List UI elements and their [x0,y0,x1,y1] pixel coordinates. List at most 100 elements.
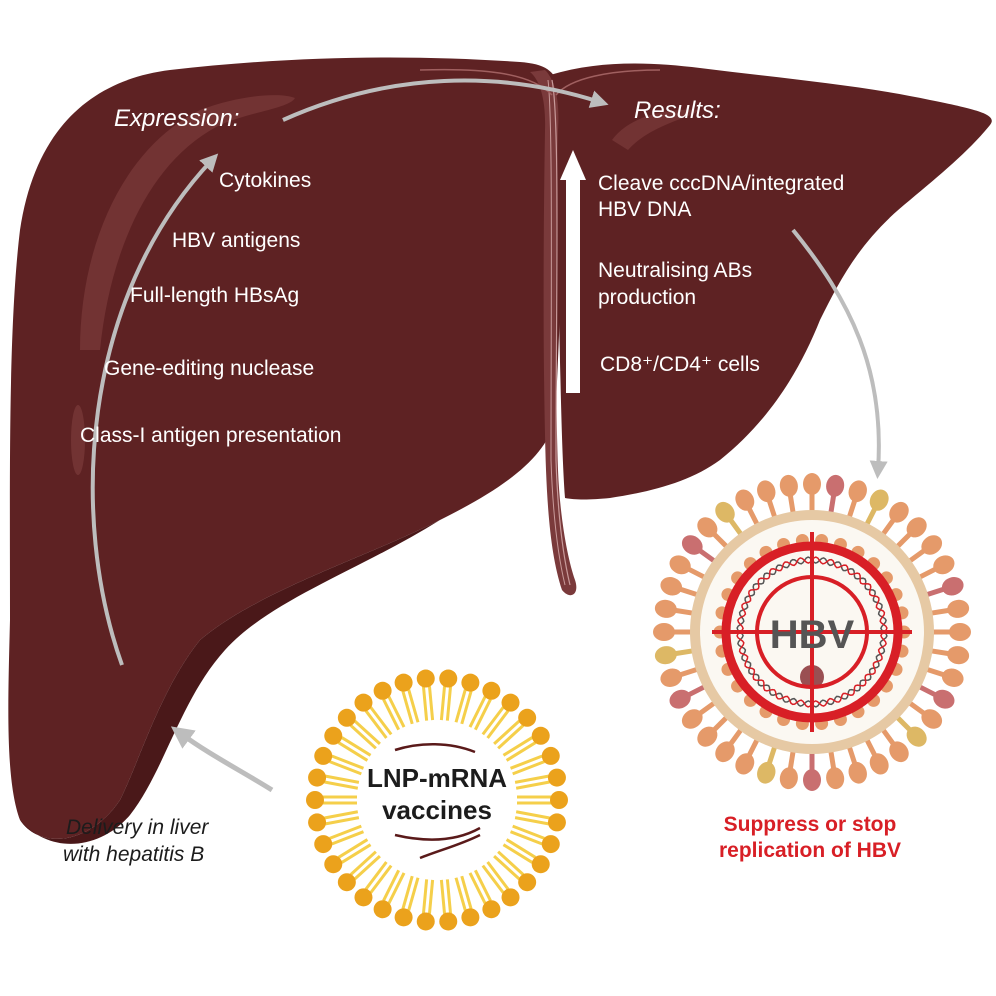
lipid-head [531,726,550,745]
virus-spike-head [697,726,718,747]
lipid-tail [515,810,550,820]
lipid-tail [474,698,492,731]
lipid-tail [364,861,388,891]
lipid-tail [439,879,447,914]
lipid-tail [422,686,429,721]
virus-spike-head [949,623,971,641]
virus-spike-head [826,474,845,497]
mrna-strand [394,826,481,841]
lipid-head [373,681,392,700]
lipid-head [461,908,480,927]
lipid-head [314,746,333,765]
lipid-tail [325,816,360,826]
lipid-tail [514,774,549,784]
virus-spike-head [947,646,970,665]
lipid-tail [324,810,359,820]
lipid-tail [439,686,447,721]
lipid-tail [331,830,365,846]
virus-spike-head [941,668,964,687]
virus-spike-head [921,535,943,555]
lipid-tail [454,877,467,911]
results-heading: Results: [634,97,721,124]
lipid-tail [493,719,521,745]
lipid-tail [468,695,487,728]
expression-item-cytokines: Cytokines [219,169,312,192]
outcome-label-line2: replication of HBV [718,839,902,862]
lipid-tail [454,689,467,723]
ligament-line-b [547,79,566,586]
lipid-tail [512,760,545,776]
lipid-head [518,708,537,727]
lipid-tail [337,838,369,859]
virus-spike-head [757,761,776,784]
virus-spike-head [826,767,845,790]
lipid-tail [460,690,473,725]
lipid-tail [512,824,545,840]
lipid-tail [353,855,381,881]
lnp-particle [306,669,568,931]
lipid-head [439,669,458,688]
lipid-tail [486,709,510,739]
lipid-tail [427,879,435,914]
outcome-label-line1: Suppress or stop [723,813,897,836]
expression-item-gene-editing-nuclease: Gene-editing nuclease [104,357,315,380]
lipid-head [416,912,435,931]
lipid-tail [493,855,521,881]
lipid-tail [445,879,452,914]
lipid-tail [387,695,406,728]
mrna-strand [419,833,481,860]
liver-highlight-left [80,95,295,350]
arrow-delivery-to-liver [170,726,274,793]
lnp-label-line1: LNP-mRNA [366,763,508,793]
lipid-tail [509,754,543,770]
arrow-expression-to-results [282,78,609,122]
virus-spike-head [869,489,889,511]
results-item-cleave-line2: HBV DNA [598,198,692,221]
lipid-head [461,673,480,692]
lipid-tail [329,760,362,776]
lipid-head [541,835,560,854]
lipid-tail [382,698,400,731]
lipid-head [482,681,501,700]
lipid-tail [382,869,400,902]
lipid-tail [401,875,414,910]
results-item-cd8-cd4-cells: CD8⁺/CD4⁺ cells [600,353,760,376]
virus-spike-head [735,753,755,775]
lipid-tail [514,816,549,826]
lipid-tail [468,872,487,905]
virus-spike-head [654,599,677,618]
virus-spike-head [906,517,927,538]
lipid-tail [401,690,414,725]
virus-spike-head [660,577,683,596]
liver-right-lobe [549,63,992,500]
lipid-tail [340,843,372,864]
expression-heading: Expression: [114,105,240,132]
expression-item-full-length-hbsag: Full-length HBsAg [130,284,300,307]
lipid-head [314,835,333,854]
results-item-neutralising-line1: Neutralising ABs [598,259,753,282]
virus-spike-head [681,535,703,555]
lipid-head [373,900,392,919]
increase-arrow-icon [560,150,586,393]
virus-spike-head [933,689,955,709]
target-reticle-icon [712,532,912,732]
delivery-label-line2: with hepatitis B [63,843,205,866]
lipid-tail [329,824,362,840]
lipid-tail [427,686,435,721]
lipid-head [324,726,343,745]
lipid-tail [353,719,381,745]
virus-spike-head [933,555,955,575]
lipid-tail [349,850,377,876]
lipid-tail [445,686,452,721]
lipid-head [518,873,537,892]
virus-spike-head [941,577,964,596]
virus-spike-head [669,555,691,575]
lipid-head [308,813,327,832]
ligament-line-a [551,79,571,586]
lipid-tail [340,736,372,757]
delivery-label-line1: Delivery in liver [66,816,209,839]
virus-spike-head [757,480,776,503]
lipid-head [501,888,520,907]
